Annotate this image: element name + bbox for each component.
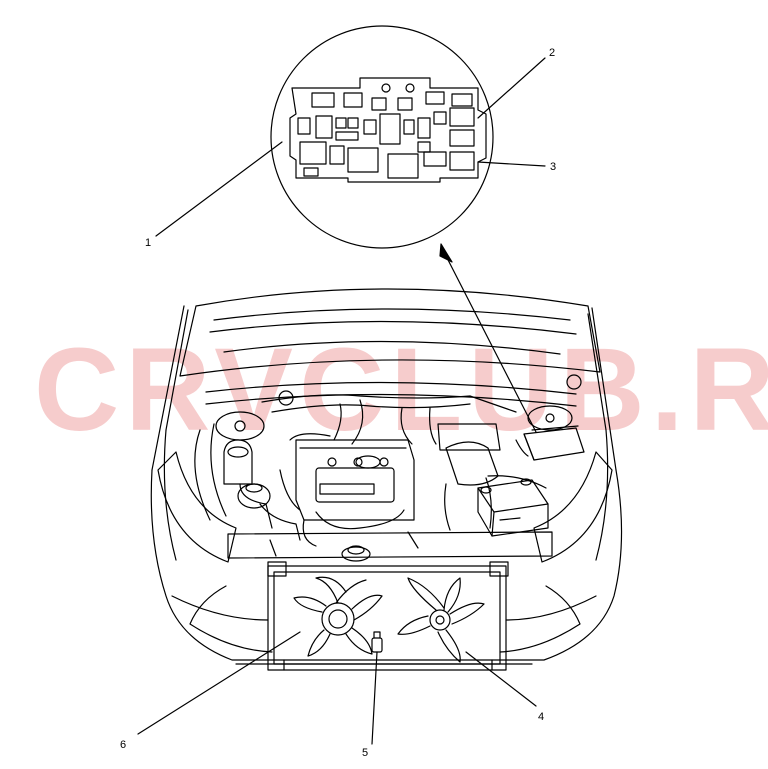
radiator-fan-motor [397, 577, 485, 663]
leader-line-4 [465, 651, 537, 707]
leader-line-2 [477, 57, 546, 119]
detail-circle [270, 25, 494, 249]
callout-6: 6 [120, 739, 126, 751]
relay-2-shape [449, 107, 475, 127]
fuse-box-on-vehicle [515, 425, 585, 461]
washer-reservoir [223, 439, 253, 485]
condenser-fan-motor [293, 576, 383, 657]
hood [179, 288, 601, 377]
right-strut-tower [527, 405, 573, 431]
callout-4: 4 [538, 711, 544, 723]
callout-1: 1 [145, 237, 151, 249]
oil-filler-cap [355, 455, 381, 469]
engine-block [259, 439, 415, 547]
relay-3-shape [449, 151, 475, 171]
leader-line-1 [155, 141, 283, 237]
watermark-text: CRVCLUB.RU [34, 324, 768, 456]
brake-reservoir [237, 483, 271, 509]
radiator-support [227, 531, 553, 559]
fuse-box-outline [289, 77, 487, 183]
fan-connector [371, 631, 383, 653]
fuse-box-detail-view [270, 25, 494, 249]
callout-3: 3 [550, 161, 556, 173]
detail-arrow [439, 243, 537, 433]
right-headlight [533, 451, 613, 563]
callout-5: 5 [362, 747, 368, 759]
leader-line-3 [477, 161, 546, 167]
leader-line-5 [371, 651, 378, 745]
body-outline [150, 469, 623, 661]
vehicle-front-view [150, 288, 623, 671]
battery [477, 478, 549, 537]
leader-line-6 [137, 631, 301, 735]
radiator-fan-shroud [267, 561, 509, 671]
left-headlight [157, 451, 237, 563]
valve-cover [315, 467, 395, 503]
radiator-cap [341, 546, 371, 562]
callout-2: 2 [549, 47, 555, 59]
